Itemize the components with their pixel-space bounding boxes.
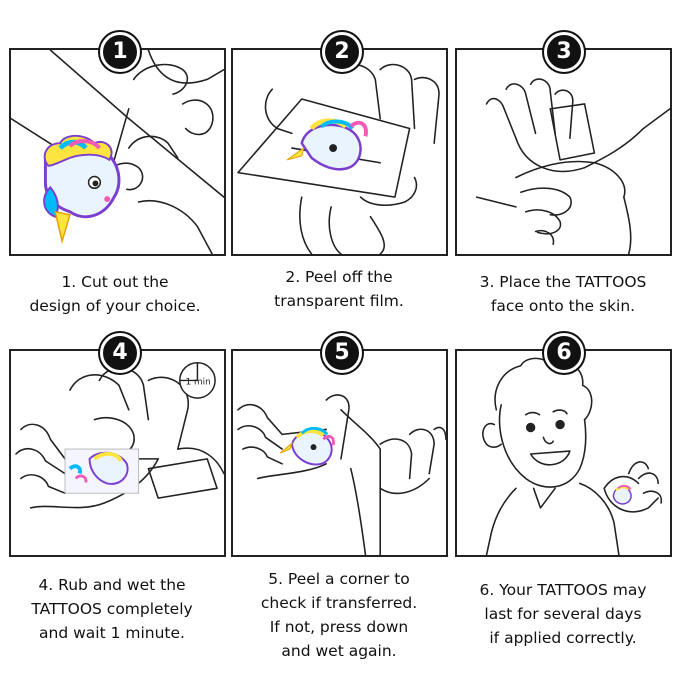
step-4-number-badge: 4 [100, 333, 140, 373]
unicorn-tattoo-icon [612, 484, 632, 505]
peel-film-illustration [237, 63, 440, 254]
step-2-number-badge: 2 [322, 32, 362, 72]
timer-label: 1 min [186, 377, 211, 387]
step-5-number-badge: 5 [322, 333, 362, 373]
step-1-illustration [9, 48, 226, 256]
unicorn-sticker-icon [43, 134, 121, 245]
step-3-illustration [455, 48, 672, 256]
rub-and-wet-illustration: 1 min [15, 362, 224, 509]
step-2-caption: 2. Peel off the transparent film. [274, 268, 404, 310]
step-4-illustration: 1 min [9, 349, 226, 557]
step-6-illustration [455, 349, 672, 557]
unicorn-sticker-icon [286, 118, 368, 171]
place-on-skin-illustration [475, 78, 670, 254]
happy-child-illustration [482, 357, 663, 555]
step-2-illustration [231, 48, 448, 256]
step-5-illustration [231, 349, 448, 557]
peel-corner-illustration [237, 394, 446, 555]
unicorn-sticker-icon [279, 426, 335, 466]
step-1-number-badge: 1 [100, 32, 140, 72]
scissors-cut-illustration [11, 50, 224, 254]
unicorn-sticker-icon [64, 448, 140, 494]
step-5-caption: 5. Peel a corner to check if transferred… [260, 570, 418, 660]
step-4-caption: 4. Rub and wet the TATTOOS completely an… [31, 576, 193, 642]
timer-icon: 1 min [179, 362, 216, 399]
step-6-caption: 6. Your TATTOOS may last for several day… [479, 581, 647, 647]
step-6-number-badge: 6 [544, 333, 584, 373]
step-1-caption: 1. Cut out the design of your choice. [29, 273, 201, 315]
step-3-number-badge: 3 [544, 32, 584, 72]
step-3-caption: 3. Place the TATTOOS face onto the skin. [479, 273, 647, 315]
